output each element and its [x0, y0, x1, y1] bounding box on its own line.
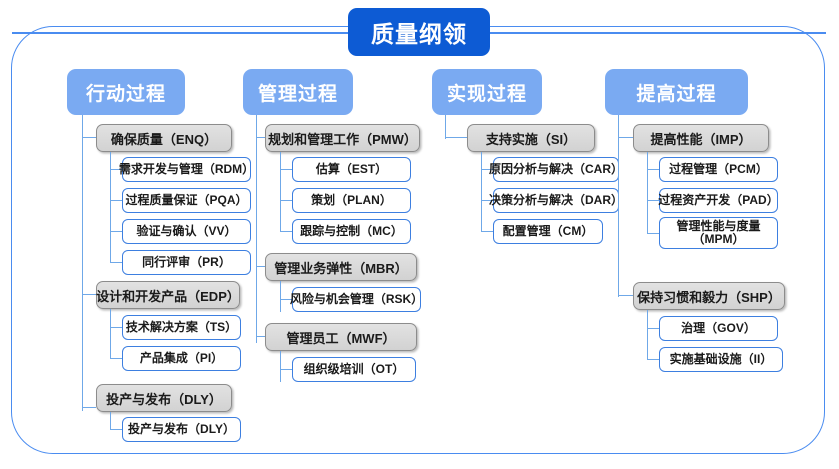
leaf-box-rsk[interactable]: 风险与机会管理（RSK） [290, 287, 423, 312]
connector-stub [280, 231, 292, 233]
column-3-spine [445, 115, 447, 139]
leaf-box-cm[interactable]: 配置管理（CM） [493, 219, 603, 244]
connector-stub [280, 299, 292, 301]
leaf-box-rdm[interactable]: 需求开发与管理（RDM） [119, 157, 254, 182]
column-2-spine [256, 115, 258, 343]
column-4-spine [618, 115, 620, 297]
connector-stub [445, 137, 467, 139]
connector-stub [647, 233, 659, 235]
leaf-box-vv[interactable]: 验证与确认（VV） [122, 219, 251, 244]
column-1-spine [82, 115, 84, 411]
leaf-box-pqa[interactable]: 过程质量保证（PQA） [122, 188, 251, 213]
group-mwf-spine [280, 351, 282, 382]
leaf-box-pr[interactable]: 同行评审（PR） [122, 250, 251, 275]
leaf-box-plan[interactable]: 策划（PLAN） [292, 188, 411, 213]
connector-stub [82, 137, 96, 139]
group-box-enq[interactable]: 确保质量（ENQ） [96, 124, 232, 152]
connector-stub [82, 294, 96, 296]
connector-stub [256, 336, 265, 338]
leaf-box-gov[interactable]: 治理（GOV） [659, 316, 778, 341]
leaf-box-ts[interactable]: 技术解决方案（TS） [122, 315, 241, 340]
leaf-box-mc[interactable]: 跟踪与控制（MC） [292, 219, 411, 244]
group-enq-spine [110, 152, 112, 263]
leaf-box-pcm[interactable]: 过程管理（PCM） [659, 157, 778, 182]
connector-stub [110, 429, 122, 431]
leaf-box-dly-item[interactable]: 投产与发布（DLY） [122, 417, 241, 442]
connector-stub [647, 328, 659, 330]
connector-stub [618, 295, 633, 297]
group-pmw-spine [280, 152, 282, 232]
group-box-pmw[interactable]: 规划和管理工作（PMW） [265, 124, 420, 152]
column-header-4[interactable]: 提高过程 [605, 69, 748, 115]
connector-stub [110, 358, 122, 360]
connector-stub [280, 169, 292, 171]
connector-stub [110, 169, 122, 171]
connector-stub [647, 359, 659, 361]
group-box-mwf[interactable]: 管理员工（MWF） [265, 323, 417, 351]
connector-stub [110, 327, 122, 329]
connector-stub [110, 262, 122, 264]
connector-stub [110, 231, 122, 233]
group-shp-spine [647, 310, 649, 359]
group-box-si[interactable]: 支持实施（SI） [467, 124, 595, 152]
group-box-imp[interactable]: 提高性能（IMP） [633, 124, 769, 152]
group-box-mbr[interactable]: 管理业务弹性（MBR） [265, 253, 417, 281]
group-imp-spine [647, 152, 649, 234]
group-edp-spine [110, 309, 112, 358]
leaf-box-car[interactable]: 原因分析与解决（CAR） [489, 157, 623, 182]
connector-stub [82, 407, 96, 409]
column-header-3[interactable]: 实现过程 [432, 69, 542, 115]
connector-stub [647, 169, 659, 171]
leaf-box-ii[interactable]: 实施基础设施（II） [659, 347, 783, 372]
connector-stub [481, 200, 493, 202]
diagram-title: 质量纲领 [348, 8, 490, 56]
group-box-edp[interactable]: 设计和开发产品（EDP） [96, 281, 240, 309]
connector-stub [280, 369, 292, 371]
leaf-box-est[interactable]: 估算（EST） [292, 157, 411, 182]
group-box-dly[interactable]: 投产与发布（DLY） [96, 384, 232, 412]
column-header-1[interactable]: 行动过程 [67, 69, 185, 115]
column-header-2[interactable]: 管理过程 [243, 69, 353, 115]
connector-stub [280, 200, 292, 202]
connector-stub [256, 137, 265, 139]
connector-stub [481, 169, 493, 171]
group-dly-spine [110, 412, 112, 430]
group-si-spine [481, 152, 483, 232]
leaf-box-dar[interactable]: 决策分析与解决（DAR） [489, 188, 623, 213]
connector-stub [618, 137, 633, 139]
group-box-shp[interactable]: 保持习惯和毅力（SHP） [633, 282, 785, 310]
leaf-box-pad[interactable]: 过程资产开发（PAD） [658, 188, 779, 213]
connector-stub [110, 200, 122, 202]
connector-stub [256, 266, 265, 268]
leaf-box-mpm[interactable]: 管理性能与度量（MPM） [659, 217, 778, 249]
leaf-box-pi[interactable]: 产品集成（PI） [122, 346, 241, 371]
group-mbr-spine [280, 281, 282, 312]
connector-stub [647, 200, 659, 202]
leaf-box-ot[interactable]: 组织级培训（OT） [292, 357, 416, 382]
connector-stub [481, 231, 493, 233]
